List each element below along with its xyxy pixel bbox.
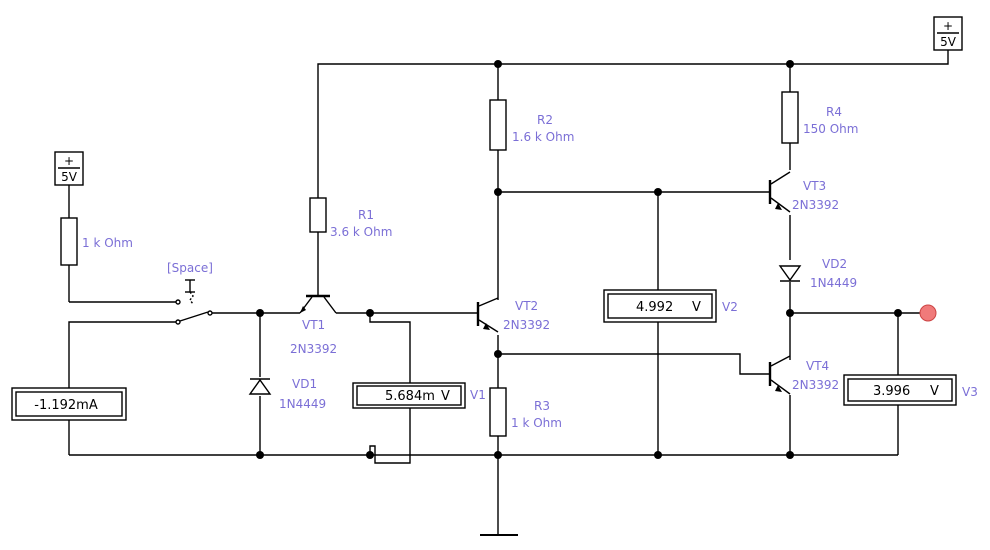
v1-reading: 5.684m <box>385 389 435 404</box>
resistor-input[interactable]: 1 k Ohm <box>60 217 133 266</box>
vt4-name: VT4 <box>806 359 829 373</box>
vt3-model: 2N3392 <box>792 198 839 212</box>
voltmeter-v2[interactable]: 4.992 V V2 <box>603 289 738 323</box>
r1-value: 3.6 k Ohm <box>330 225 392 239</box>
r4-value: 150 Ohm <box>803 122 858 136</box>
ammeter[interactable]: -1.192mA <box>11 387 127 421</box>
junctions <box>256 60 902 459</box>
vt4-model: 2N3392 <box>792 378 839 392</box>
r2-name: R2 <box>537 113 553 127</box>
transistor-vt1[interactable]: VT1 2N3392 <box>290 294 337 356</box>
switch-key-label: [Space] <box>167 261 213 275</box>
vt1-model: 2N3392 <box>290 342 337 356</box>
transistor-vt4[interactable]: VT4 2N3392 <box>768 355 839 395</box>
left-supply[interactable]: + 5V <box>54 151 84 186</box>
resistor-r2[interactable]: R2 1.6 k Ohm <box>489 99 574 151</box>
output-probe[interactable] <box>919 304 937 322</box>
v2-reading: 4.992 <box>636 300 673 315</box>
resistor-r1[interactable]: R1 3.6 k Ohm <box>309 197 392 239</box>
vt1-name: VT1 <box>302 318 325 332</box>
plus-icon: + <box>943 19 953 33</box>
v1-name: V1 <box>470 388 486 402</box>
vt3-name: VT3 <box>803 179 826 193</box>
vd1-model: 1N4449 <box>279 397 326 411</box>
voltmeter-v1[interactable]: 5.684m V V1 <box>352 382 486 409</box>
transistor-vt3[interactable]: VT3 2N3392 <box>768 171 839 213</box>
right-supply[interactable]: + 5V <box>933 16 963 51</box>
vt2-model: 2N3392 <box>503 318 550 332</box>
right-supply-label: 5V <box>940 35 957 49</box>
left-supply-label: 5V <box>61 170 78 184</box>
vd2-model: 1N4449 <box>810 276 857 290</box>
diode-vd1[interactable]: VD1 1N4449 <box>248 377 326 411</box>
r3-value: 1 k Ohm <box>511 416 562 430</box>
diode-vd2[interactable]: VD2 1N4449 <box>778 257 857 290</box>
ammeter-reading: -1.192mA <box>34 398 98 413</box>
v1-unit: V <box>441 389 450 404</box>
v3-unit: V <box>930 384 939 399</box>
key-switch[interactable]: [Space] <box>167 261 213 325</box>
v3-name: V3 <box>962 385 978 399</box>
plus-icon: + <box>64 154 74 168</box>
r4-name: R4 <box>826 105 842 119</box>
vt2-name: VT2 <box>515 299 538 313</box>
v2-name: V2 <box>722 300 738 314</box>
r1-name: R1 <box>358 208 374 222</box>
vd2-name: VD2 <box>822 257 847 271</box>
resistor-r3[interactable]: R3 1 k Ohm <box>489 387 562 437</box>
voltmeter-v3[interactable]: 3.996 V V3 <box>843 374 978 406</box>
transistor-vt2[interactable]: VT2 2N3392 <box>476 297 550 333</box>
r2-value: 1.6 k Ohm <box>512 130 574 144</box>
vd1-name: VD1 <box>292 377 317 391</box>
resistor-r4[interactable]: R4 150 Ohm <box>781 91 858 144</box>
resistor-input-value: 1 k Ohm <box>82 236 133 250</box>
r3-name: R3 <box>534 399 550 413</box>
v2-unit: V <box>692 300 701 315</box>
v3-reading: 3.996 <box>873 384 910 399</box>
wires <box>68 50 949 536</box>
